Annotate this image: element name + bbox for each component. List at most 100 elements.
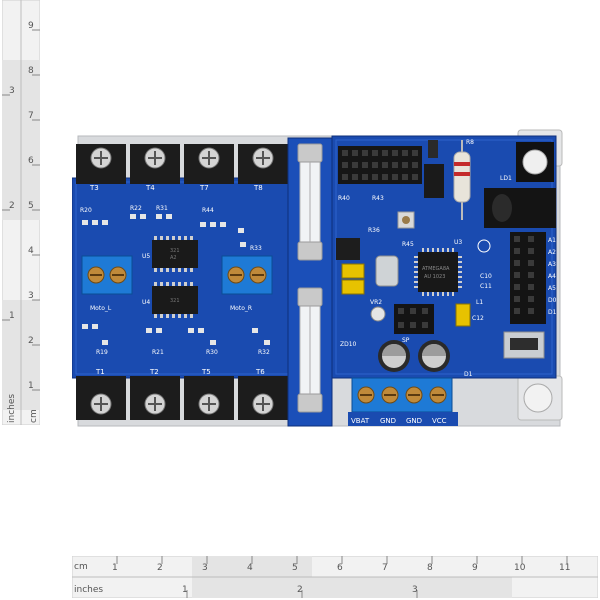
motor-left-terminal — [81, 255, 133, 295]
label-r45: R45 — [402, 241, 414, 248]
label-t2: T2 — [149, 368, 159, 376]
vertical-cm-8: 8 — [28, 66, 34, 76]
horizontal-inch-label: inches — [74, 585, 103, 595]
horizontal-cm-6: 6 — [337, 563, 343, 573]
label-u3: U3 — [454, 239, 462, 246]
motor-right-terminal — [221, 255, 273, 295]
label-zd10: ZD10 — [340, 341, 357, 348]
horizontal-cm-8: 8 — [427, 563, 433, 573]
label-d1-header: D1 — [548, 309, 557, 316]
label-a3: A3 — [548, 261, 556, 268]
label-t3: T3 — [89, 184, 99, 192]
mcu-text-1: ATMEGA8A — [422, 266, 450, 272]
label-gnd-1: GND — [380, 417, 396, 425]
label-t7: T7 — [199, 184, 209, 192]
vertical-inch-label: inches — [7, 394, 17, 423]
label-r30: R30 — [206, 349, 218, 356]
label-r40: R40 — [338, 195, 350, 202]
mcu-text-2: AU 1023 — [424, 274, 445, 280]
label-t4: T4 — [145, 184, 155, 192]
label-a1: A1 — [548, 237, 556, 244]
driver-chip-u4: 321 — [152, 282, 198, 318]
label-c11: C11 — [480, 283, 492, 290]
horizontal-cm-4: 4 — [247, 563, 253, 573]
horizontal-inch-1: 1 — [182, 585, 188, 595]
label-a5: A5 — [548, 285, 556, 292]
horizontal-cm-11: 11 — [559, 563, 570, 573]
vertical-ruler: 1 2 3 4 5 6 7 8 9 1 2 3 inches cm — [2, 0, 40, 425]
label-vbat: VBAT — [351, 417, 370, 425]
vertical-cm-5: 5 — [28, 201, 34, 211]
vertical-cm-label: cm — [29, 409, 39, 423]
horizontal-cm-2: 2 — [157, 563, 163, 573]
label-r20: R20 — [80, 207, 92, 214]
label-t1: T1 — [95, 368, 105, 376]
vertical-cm-1: 1 — [28, 381, 34, 391]
horizontal-cm-10: 10 — [514, 563, 526, 573]
vertical-inch-2: 2 — [9, 201, 15, 211]
vertical-inch-3: 3 — [9, 86, 15, 96]
label-r36: R36 — [368, 227, 380, 234]
label-r32: R32 — [258, 349, 270, 356]
label-c12: C12 — [472, 315, 484, 322]
label-c10: C10 — [480, 273, 492, 280]
label-r44: R44 — [202, 207, 214, 214]
horizontal-ruler: cm inches 1 2 3 4 5 6 7 8 9 10 11 1 2 3 — [72, 556, 598, 598]
vertical-cm-7: 7 — [28, 111, 34, 121]
label-vr2: VR2 — [370, 299, 382, 306]
regulator — [424, 164, 444, 198]
horizontal-inch-3: 3 — [412, 585, 418, 595]
label-t6: T6 — [255, 368, 265, 376]
diode-top — [428, 140, 438, 158]
vertical-inch-1: 1 — [9, 311, 15, 321]
label-r31: R31 — [156, 205, 168, 212]
label-r19: R19 — [96, 349, 108, 356]
label-d0: D0 — [548, 297, 557, 304]
label-l1: L1 — [476, 299, 483, 306]
horizontal-inch-2: 2 — [297, 585, 303, 595]
fuse-bottom — [297, 287, 323, 413]
terminal-block-bottom — [76, 376, 288, 420]
label-u5: U5 — [142, 253, 150, 260]
label-r21: R21 — [152, 349, 164, 356]
vertical-cm-9: 9 — [28, 21, 34, 31]
label-t8: T8 — [253, 184, 263, 192]
vertical-cm-4: 4 — [28, 246, 34, 256]
label-sp: SP — [402, 337, 410, 344]
label-ld1: LD1 — [500, 175, 512, 182]
label-moto-l: Moto_L — [90, 305, 112, 312]
label-r8: R8 — [466, 139, 474, 146]
power-terminal-block — [351, 377, 453, 413]
vertical-cm-6: 6 — [28, 156, 34, 166]
label-r22: R22 — [130, 205, 142, 212]
terminal-block-top — [76, 144, 288, 184]
chip-u5-text: 321 — [170, 248, 180, 254]
chip-u4-text: 321 — [170, 298, 180, 304]
capacitor-yellow-2 — [341, 279, 365, 295]
electrolytic-capacitor-2 — [418, 340, 450, 372]
label-a2: A2 — [548, 249, 556, 256]
label-a4: A4 — [548, 273, 556, 280]
electrolytic-capacitor-1 — [378, 340, 410, 372]
pin-header-top — [338, 146, 422, 184]
vertical-cm-3: 3 — [28, 291, 34, 301]
label-vcc: VCC — [432, 417, 447, 425]
axial-resistor — [453, 140, 471, 220]
horizontal-cm-3: 3 — [202, 563, 208, 573]
transistor — [336, 238, 360, 260]
label-gnd-2: GND — [406, 417, 422, 425]
label-u4: U4 — [142, 299, 150, 306]
driver-chip-u5: 321 A2 — [152, 236, 198, 272]
chip-u5-text2: A2 — [170, 255, 177, 261]
label-d1: D1 — [464, 371, 473, 378]
label-t5: T5 — [201, 368, 211, 376]
label-r43: R43 — [372, 195, 384, 202]
horizontal-cm-1: 1 — [112, 563, 118, 573]
vertical-cm-2: 2 — [28, 336, 34, 346]
mcu-chip: ATMEGA8A AU 1023 — [414, 248, 462, 296]
label-moto-r: Moto_R — [230, 305, 252, 312]
horizontal-cm-label: cm — [74, 562, 88, 572]
crystal — [375, 255, 399, 287]
potentiometer — [370, 306, 386, 322]
label-r33: R33 — [250, 245, 262, 252]
